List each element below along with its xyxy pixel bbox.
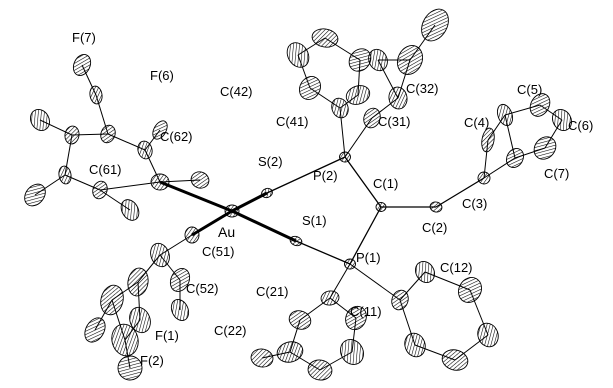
label-c5: C(5) [517, 82, 542, 97]
label-au: Au [218, 224, 235, 240]
label-p1: P(1) [356, 250, 381, 265]
atom-c3 [477, 171, 491, 185]
atom-au [224, 204, 240, 218]
bond-s2-p2 [266, 156, 346, 194]
label-c21: C(21) [256, 284, 289, 299]
label-p2: P(2) [313, 168, 338, 183]
bond-au-s1 [231, 209, 297, 243]
label-c31: C(31) [378, 114, 411, 129]
label-s2: S(2) [258, 154, 283, 169]
label-c61: C(61) [89, 162, 122, 177]
label-c4: C(4) [464, 115, 489, 130]
label-s1: S(1) [302, 213, 327, 228]
label-c12: C(12) [440, 260, 473, 275]
atom-c1 [375, 202, 387, 212]
bond-au-c51 [191, 209, 233, 237]
label-f2: F(2) [140, 353, 164, 368]
bond-p1-c1 [349, 206, 382, 265]
bond-p2-c1 [344, 156, 382, 208]
atom-c2 [429, 201, 443, 213]
bond-s1-p1 [295, 240, 351, 265]
atom-s1 [289, 235, 303, 247]
label-f6: F(6) [150, 68, 174, 83]
atom-p1 [344, 258, 356, 270]
bond-au-c61 [159, 180, 233, 213]
label-c62: C(62) [160, 129, 193, 144]
label-c11: C(11) [350, 304, 382, 319]
label-f1: F(1) [155, 328, 179, 343]
atoms [24, 8, 572, 381]
atom-labels: F(7) F(6) C(62) C(61) S(2) Au C(51) S(1)… [72, 30, 593, 368]
label-c3: C(3) [462, 196, 487, 211]
label-c42: C(42) [220, 84, 253, 99]
label-f7: F(7) [72, 30, 96, 45]
label-c2: C(2) [422, 220, 447, 235]
label-c51: C(51) [202, 244, 235, 259]
label-c22: C(22) [214, 323, 247, 338]
label-c7: C(7) [544, 166, 569, 181]
label-c32: C(32) [406, 81, 439, 96]
atom-s2 [261, 187, 273, 199]
atom-p2 [339, 151, 351, 163]
bond-c2-c3 [435, 177, 485, 208]
label-c41: C(41) [276, 114, 309, 129]
label-c6: C(6) [568, 118, 593, 133]
label-c52: C(52) [186, 281, 219, 296]
label-c1: C(1) [373, 176, 398, 191]
